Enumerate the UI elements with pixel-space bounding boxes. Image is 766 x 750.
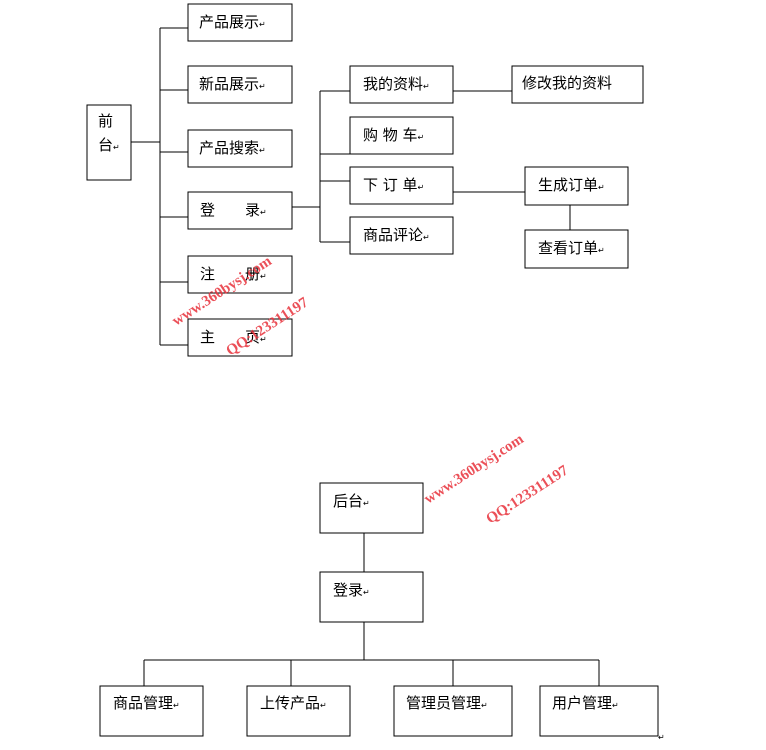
front-node-view-order: 查看订单↵ — [524, 229, 629, 269]
front-root-char-1: 前 — [98, 112, 113, 130]
trailing-paragraph-mark: ↵ — [658, 733, 665, 742]
svg-text:购 物 车↵: 购 物 车↵ — [363, 126, 424, 144]
front-connectors — [131, 27, 571, 346]
svg-text:查看订单↵: 查看订单↵ — [538, 239, 605, 257]
front-node-new-products: 新品展示↵ — [187, 65, 293, 104]
back-node-user-management: 用户管理↵ — [539, 685, 659, 737]
svg-text:上传产品↵: 上传产品↵ — [260, 694, 327, 712]
svg-text:管理员管理↵: 管理员管理↵ — [406, 694, 488, 712]
svg-text:修改我的资料: 修改我的资料 — [522, 74, 612, 92]
watermark-middle: www.360bysj.com QQ:123311197 — [421, 431, 571, 527]
back-node-upload-product: 上传产品↵ — [246, 685, 351, 737]
svg-text:商品管理↵: 商品管理↵ — [113, 694, 180, 712]
svg-text:主 页↵: 主 页↵ — [200, 328, 267, 346]
back-node-admin-management: 管理员管理↵ — [393, 685, 513, 737]
front-node-homepage: 主 页↵ — [187, 318, 293, 357]
svg-text:登 录↵: 登 录↵ — [200, 201, 267, 219]
svg-text:登录↵: 登录↵ — [333, 581, 370, 599]
svg-text:生成订单↵: 生成订单↵ — [538, 176, 605, 194]
back-login-box: 登录↵ — [319, 571, 424, 623]
svg-text:后台↵: 后台↵ — [333, 492, 370, 510]
front-node-product-search: 产品搜索↵ — [187, 129, 293, 168]
svg-text:产品搜索↵: 产品搜索↵ — [199, 139, 266, 157]
svg-text:注 册↵: 注 册↵ — [200, 265, 267, 283]
front-node-product-review: 商品评论↵ — [349, 216, 454, 255]
svg-text:新品展示↵: 新品展示↵ — [199, 75, 266, 93]
front-root-box: 前 台↵ — [86, 104, 132, 181]
svg-text:商品评论↵: 商品评论↵ — [363, 226, 430, 244]
back-connectors — [143, 533, 600, 686]
front-node-my-profile: 我的资料↵ — [349, 65, 454, 104]
svg-text:产品展示↵: 产品展示↵ — [199, 13, 266, 31]
front-node-register: 注 册↵ — [187, 255, 293, 294]
front-node-place-order: 下 订 单↵ — [349, 166, 454, 205]
back-root-box: 后台↵ — [319, 482, 424, 534]
svg-text:下 订 单↵: 下 订 单↵ — [363, 176, 424, 194]
front-node-generate-order: 生成订单↵ — [524, 166, 629, 206]
back-node-product-management: 商品管理↵ — [99, 685, 204, 737]
svg-text:用户管理↵: 用户管理↵ — [552, 694, 619, 712]
svg-text:我的资料↵: 我的资料↵ — [363, 75, 430, 93]
svg-text:QQ:123311197: QQ:123311197 — [483, 462, 571, 527]
front-node-shopping-cart: 购 物 车↵ — [349, 116, 454, 155]
front-node-product-display: 产品展示↵ — [187, 3, 293, 42]
front-node-login: 登 录↵ — [187, 191, 293, 230]
front-node-edit-profile: 修改我的资料 — [511, 65, 644, 104]
